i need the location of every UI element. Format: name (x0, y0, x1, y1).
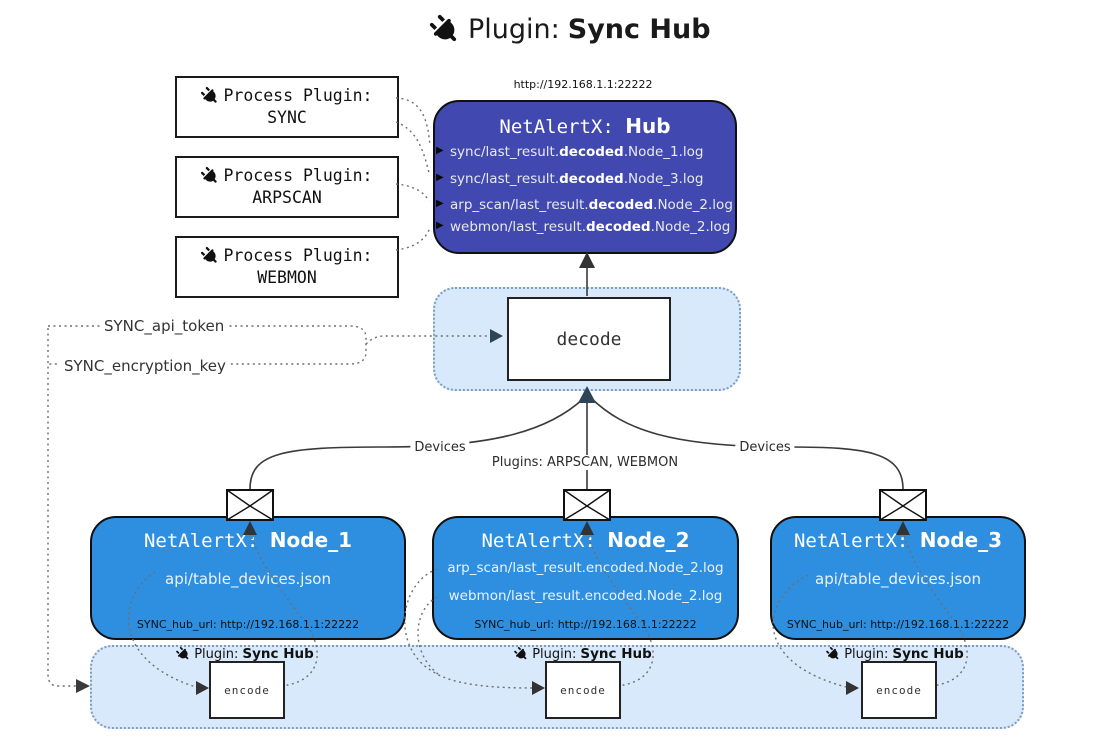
process-plugin-name: WEBMON (257, 268, 317, 287)
arrow-right-icon: ▶ (436, 220, 444, 231)
node2-box: NetAlertX: Node_2 arp_scan/last_result.e… (432, 516, 739, 640)
arrow-right-icon: ▶ (436, 145, 444, 156)
node1-box: NetAlertX: Node_1 api/table_devices.json… (90, 516, 406, 640)
node3-box: NetAlertX: Node_3 api/table_devices.json… (770, 516, 1026, 640)
process-plugin-sync: Process Plugin: SYNC (175, 76, 399, 138)
process-plugin-label: Process Plugin: (223, 165, 373, 185)
title-name: Sync Hub (567, 14, 711, 45)
node3-title: NetAlertX: Node_3 (793, 528, 1003, 552)
settings-to-strip-line (47, 328, 76, 687)
process-plugin-name: ARPSCAN (252, 188, 322, 207)
hub-file-row: ▶webmon/last_result.decoded.Node_2.log (436, 219, 731, 235)
plug-icon (823, 644, 843, 664)
arpscan-to-hub-line (395, 183, 430, 202)
hub-file-row: ▶sync/last_result.decoded.Node_1.log (436, 144, 704, 160)
hub-file-row: ▶arp_scan/last_result.decoded.Node_2.log (436, 197, 733, 213)
process-plugin-label: Process Plugin: (223, 85, 373, 105)
process-plugin-label: Process Plugin: (223, 245, 373, 265)
sync-api-token-label: SYNC_api_token (100, 317, 229, 335)
edge-label-devices-left: Devices (410, 440, 470, 455)
envelope-icon (563, 489, 611, 521)
node3-hub-url: SYNC_hub_url: http://192.168.1.1:22222 (786, 618, 1010, 631)
node1-title: NetAlertX: Node_1 (143, 528, 353, 552)
envelope-icon (879, 489, 927, 521)
hub-title: NetAlertX: Hub (499, 114, 671, 138)
node3-file: api/table_devices.json (815, 570, 981, 588)
encode-box: encode (545, 661, 621, 719)
arrow-up-icon (579, 252, 595, 268)
node1-file: api/table_devices.json (165, 570, 331, 588)
process-plugin-arpscan: Process Plugin: ARPSCAN (175, 156, 399, 218)
node2-file: arp_scan/last_result.encoded.Node_2.log (447, 560, 724, 576)
sync-to-hub-line1 (395, 97, 431, 147)
edge-label-devices-right: Devices (735, 440, 795, 455)
title-prefix: Plugin: (468, 14, 560, 45)
arrow-right-icon: ▶ (436, 198, 444, 209)
hub-box: NetAlertX: Hub ▶sync/last_result.decoded… (433, 100, 737, 254)
node2-title: NetAlertX: Node_2 (481, 528, 690, 552)
sync-encryption-key-label: SYNC_encryption_key (60, 357, 230, 375)
decode-box: decode (507, 297, 671, 381)
page-title: Plugin: Sync Hub (429, 14, 711, 45)
process-plugin-webmon: Process Plugin: WEBMON (175, 236, 399, 298)
arrow-right-icon: ▶ (436, 172, 444, 183)
sync-to-hub-line2 (395, 121, 430, 174)
hub-url-label: http://192.168.1.1:22222 (513, 78, 653, 91)
encoder3-plugin-label: Plugin:Sync Hub (826, 646, 964, 662)
envelope-icon (226, 489, 274, 521)
plug-icon (198, 243, 223, 268)
plug-icon (198, 83, 223, 108)
encoder2-plugin-label: Plugin:Sync Hub (514, 646, 652, 662)
arrow-right-icon (76, 679, 90, 693)
plug-icon (173, 644, 193, 664)
hub-file-row: ▶sync/last_result.decoded.Node_3.log (436, 171, 704, 187)
plug-icon (198, 163, 223, 188)
node2-hub-url: SYNC_hub_url: http://192.168.1.1:22222 (474, 618, 697, 631)
node2-file: webmon/last_result.encoded.Node_2.log (448, 588, 723, 604)
plug-icon (424, 8, 466, 50)
plug-icon (511, 644, 531, 664)
node1-hub-url: SYNC_hub_url: http://192.168.1.1:22222 (136, 618, 360, 631)
process-plugin-name: SYNC (267, 108, 307, 127)
edge-label-plugins: Plugins: ARPSCAN, WEBMON (487, 455, 683, 470)
webmon-to-hub-line (395, 227, 431, 251)
encoder1-plugin-label: Plugin:Sync Hub (176, 646, 314, 662)
encode-box: encode (209, 661, 285, 719)
encode-box: encode (861, 661, 937, 719)
